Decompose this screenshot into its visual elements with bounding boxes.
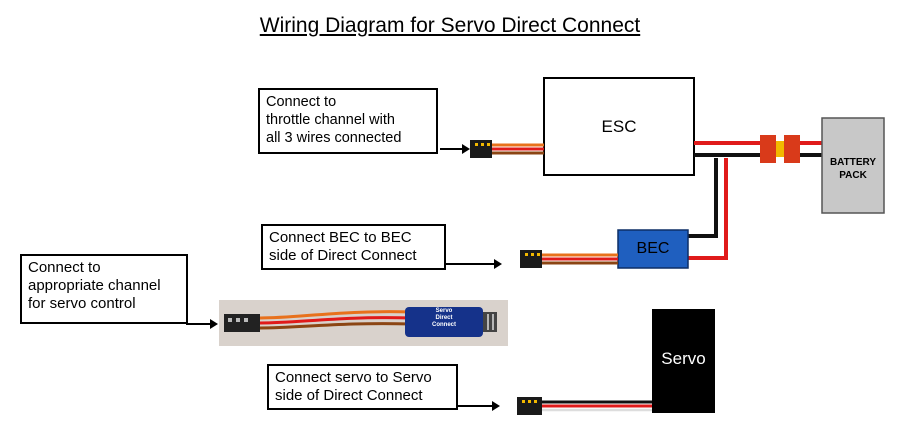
- battery-label-2: PACK: [839, 170, 867, 181]
- bec-label: BEC: [636, 240, 670, 257]
- module-label-2: Direct: [435, 315, 453, 321]
- bec-input-red: [688, 158, 728, 260]
- servo-label: Servo: [661, 349, 706, 368]
- battery-label-1: BATTERY: [829, 157, 877, 168]
- throttle-connector: [470, 140, 492, 158]
- bec-box: [617, 229, 689, 269]
- bec-connector: [520, 250, 542, 268]
- module-label-1: Servo: [435, 308, 453, 314]
- battery-deans-plug: [784, 135, 800, 163]
- note-servo-channel: Connect to appropriate channel for servo…: [20, 254, 188, 324]
- module-plug: [224, 314, 260, 332]
- esc-box: [543, 77, 695, 176]
- note-throttle-channel: Connect to throttle channel with all 3 w…: [258, 88, 438, 154]
- diagram-title: Wiring Diagram for Servo Direct Connect: [259, 14, 641, 37]
- module-board: [405, 307, 483, 337]
- battery-pack-box: [821, 117, 885, 214]
- servo-connector: [517, 397, 542, 415]
- module-label-3: Connect: [432, 322, 456, 328]
- esc-label: ESC: [601, 117, 637, 136]
- bec-input-black: [688, 158, 718, 238]
- esc-deans-plug: [760, 135, 776, 163]
- note-bec-connection: Connect BEC to BEC side of Direct Connec…: [261, 224, 446, 270]
- servo-body: [652, 309, 715, 413]
- note-servo-connection: Connect servo to Servo side of Direct Co…: [267, 364, 458, 410]
